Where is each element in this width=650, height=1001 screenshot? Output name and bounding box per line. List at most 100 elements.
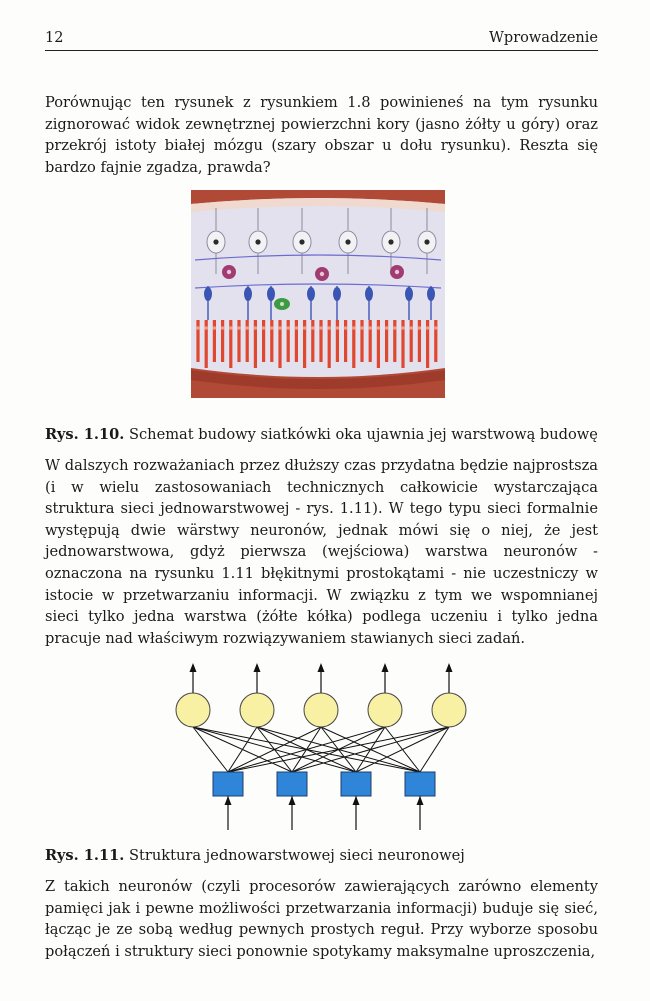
photoreceptor-nucleus — [327, 326, 331, 330]
photoreceptor-nucleus — [376, 326, 381, 330]
bipolar-cell — [427, 287, 435, 301]
photoreceptor-nucleus — [220, 326, 225, 330]
photoreceptor-nucleus — [384, 326, 389, 330]
photoreceptor — [294, 320, 298, 362]
output-arrowhead — [445, 663, 453, 672]
photoreceptor — [221, 320, 225, 362]
output-arrowhead — [381, 663, 389, 672]
retina-diagram — [191, 190, 445, 398]
output-neuron — [239, 692, 275, 728]
connection-line — [192, 726, 293, 773]
photoreceptor-nucleus — [409, 326, 413, 330]
output-arrowhead — [189, 663, 197, 672]
connection-line — [192, 726, 357, 773]
output-neuron — [303, 692, 339, 728]
photoreceptor-nucleus — [245, 326, 249, 330]
photoreceptor — [311, 320, 315, 362]
photoreceptor — [303, 320, 307, 368]
connection-line — [384, 726, 421, 773]
connection-line — [256, 726, 421, 773]
paragraph-2: W dalszych rozważaniach przez dłuższy cz… — [45, 457, 598, 647]
cell-nucleus — [280, 302, 284, 306]
photoreceptor-nucleus — [278, 326, 282, 330]
input-arrowhead — [224, 796, 232, 805]
photoreceptor — [376, 320, 380, 368]
bipolar-cell — [244, 287, 252, 301]
paragraph-1: Porównując ten rysunek z rysunkiem 1.8 p… — [45, 94, 598, 176]
output-arrowhead — [317, 663, 325, 672]
photoreceptor — [253, 320, 257, 368]
bipolar-cell — [204, 287, 212, 301]
photoreceptor — [401, 320, 405, 368]
connection-line — [192, 726, 421, 773]
photoreceptor — [270, 320, 274, 362]
section-title: Wprowadzenie — [489, 30, 598, 46]
photoreceptor-nucleus — [360, 326, 364, 330]
single-layer-network-diagram — [175, 663, 467, 830]
retina-bottom-band — [191, 370, 445, 389]
photoreceptor — [368, 320, 372, 362]
photoreceptor — [434, 320, 438, 362]
input-neuron — [212, 771, 244, 797]
photoreceptor-nucleus — [393, 326, 397, 330]
photoreceptor — [262, 320, 266, 362]
photoreceptor-nucleus — [270, 326, 274, 330]
figure-1-11-text: Struktura jednowarstwowej sieci neuronow… — [129, 847, 465, 864]
photoreceptor — [286, 320, 290, 362]
photoreceptor — [360, 320, 364, 362]
bipolar-cell — [405, 287, 413, 301]
photoreceptor-nucleus — [319, 326, 323, 330]
photoreceptor-nucleus — [286, 326, 290, 330]
photoreceptor-nucleus — [204, 326, 208, 330]
cell-nucleus — [213, 239, 219, 245]
input-neuron — [276, 771, 308, 797]
photoreceptor-nucleus — [302, 326, 307, 330]
cell-nucleus — [394, 269, 400, 275]
figure-1-10-text: Schemat budowy siatkówki oka ujawnia jej… — [129, 426, 598, 443]
photoreceptor-nucleus — [212, 326, 217, 330]
paragraph-3: Z takich neuronów (czyli procesorów zawi… — [45, 878, 598, 960]
photoreceptor-nucleus — [343, 326, 348, 330]
photoreceptor — [335, 320, 339, 362]
bipolar-cell — [307, 287, 315, 301]
photoreceptor — [393, 320, 397, 362]
running-header: 12 Wprowadzenie — [45, 28, 598, 51]
photoreceptor-nucleus — [425, 326, 430, 330]
connection-line — [320, 726, 421, 773]
cell-nucleus — [388, 239, 394, 245]
figure-1-10-label: Rys. 1.10. — [45, 426, 125, 443]
nerve-fiber-band — [194, 254, 442, 261]
cell-nucleus — [299, 239, 305, 245]
nerve-fiber-band — [194, 283, 442, 289]
bipolar-cell — [365, 287, 373, 301]
photoreceptor — [204, 320, 208, 368]
bipolar-cell — [333, 287, 341, 301]
photoreceptor-nucleus — [417, 326, 422, 330]
output-neuron — [175, 692, 211, 728]
figure-1-10-caption: Rys. 1.10. Schemat budowy siatkówki oka … — [45, 425, 605, 445]
photoreceptor — [344, 320, 348, 362]
photoreceptor — [409, 320, 413, 362]
input-arrowhead — [416, 796, 424, 805]
output-neuron — [431, 692, 467, 728]
photoreceptor-nucleus — [434, 326, 438, 330]
photoreceptor — [352, 320, 356, 368]
retina-surface-band — [191, 198, 445, 212]
connection-line — [419, 726, 450, 773]
photoreceptor-nucleus — [294, 326, 299, 330]
cell-nucleus — [226, 269, 232, 275]
photoreceptor — [426, 320, 430, 368]
photoreceptor-nucleus — [352, 326, 356, 330]
photoreceptor — [278, 320, 282, 368]
output-neuron — [367, 692, 403, 728]
input-neuron — [340, 771, 372, 797]
photoreceptor-nucleus — [237, 326, 241, 330]
photoreceptor-nucleus — [196, 326, 200, 330]
connection-line — [192, 726, 229, 773]
photoreceptor-nucleus — [368, 326, 372, 330]
cell-nucleus — [319, 271, 325, 277]
retina-inner-layer — [191, 198, 445, 377]
photoreceptor — [417, 320, 421, 362]
cell-nucleus — [255, 239, 261, 245]
